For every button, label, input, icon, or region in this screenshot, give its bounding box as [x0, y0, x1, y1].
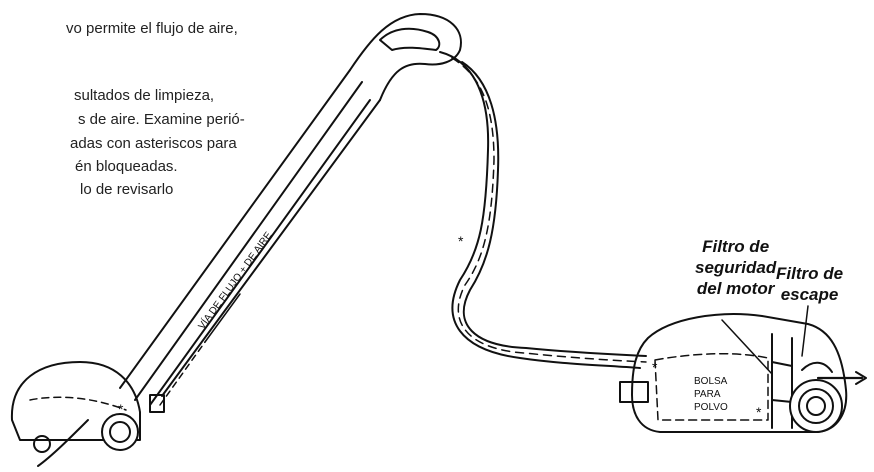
handle	[349, 13, 462, 101]
motor-filter-line-1: Filtro de	[702, 237, 770, 256]
svg-text:*: *	[652, 359, 658, 375]
text-line-5: én bloqueadas.	[75, 158, 178, 175]
bag-label-line-2: PARA	[694, 389, 721, 400]
svg-text:*: *	[458, 233, 464, 249]
power-nozzle: *	[10, 361, 165, 467]
motor-filter-callout: Filtro de seguridad del motor	[695, 236, 776, 299]
bag-label-line-3: POLVO	[694, 402, 728, 413]
text-line-3: s de aire. Examine perió-	[78, 111, 245, 128]
motor-filter-line-2: seguridad	[695, 258, 777, 277]
motor-filter-line-3: del motor	[696, 279, 775, 298]
bag-label-line-1: BOLSA	[694, 376, 728, 387]
hose: *	[439, 51, 647, 369]
exhaust-filter-line-1: Filtro de	[776, 264, 844, 283]
text-line-1: vo permite el flujo de aire,	[66, 20, 238, 37]
svg-text:*: *	[756, 404, 762, 420]
dust-bag-label: BOLSA PARA POLVO	[694, 376, 728, 413]
svg-text:*: *	[118, 401, 124, 417]
airflow-path-label: VÍA DE FLUJO + DE AIRE	[195, 229, 275, 332]
text-line-6: lo de revisarlo	[80, 181, 174, 198]
canister-body: * *	[619, 313, 867, 433]
text-line-4: adas con asteriscos para	[70, 135, 237, 152]
text-line-2: sultados de limpieza,	[74, 87, 215, 104]
exhaust-filter-line-2: escape	[780, 285, 839, 304]
exhaust-filter-callout: Filtro de escape	[776, 263, 843, 305]
wand	[119, 69, 381, 406]
